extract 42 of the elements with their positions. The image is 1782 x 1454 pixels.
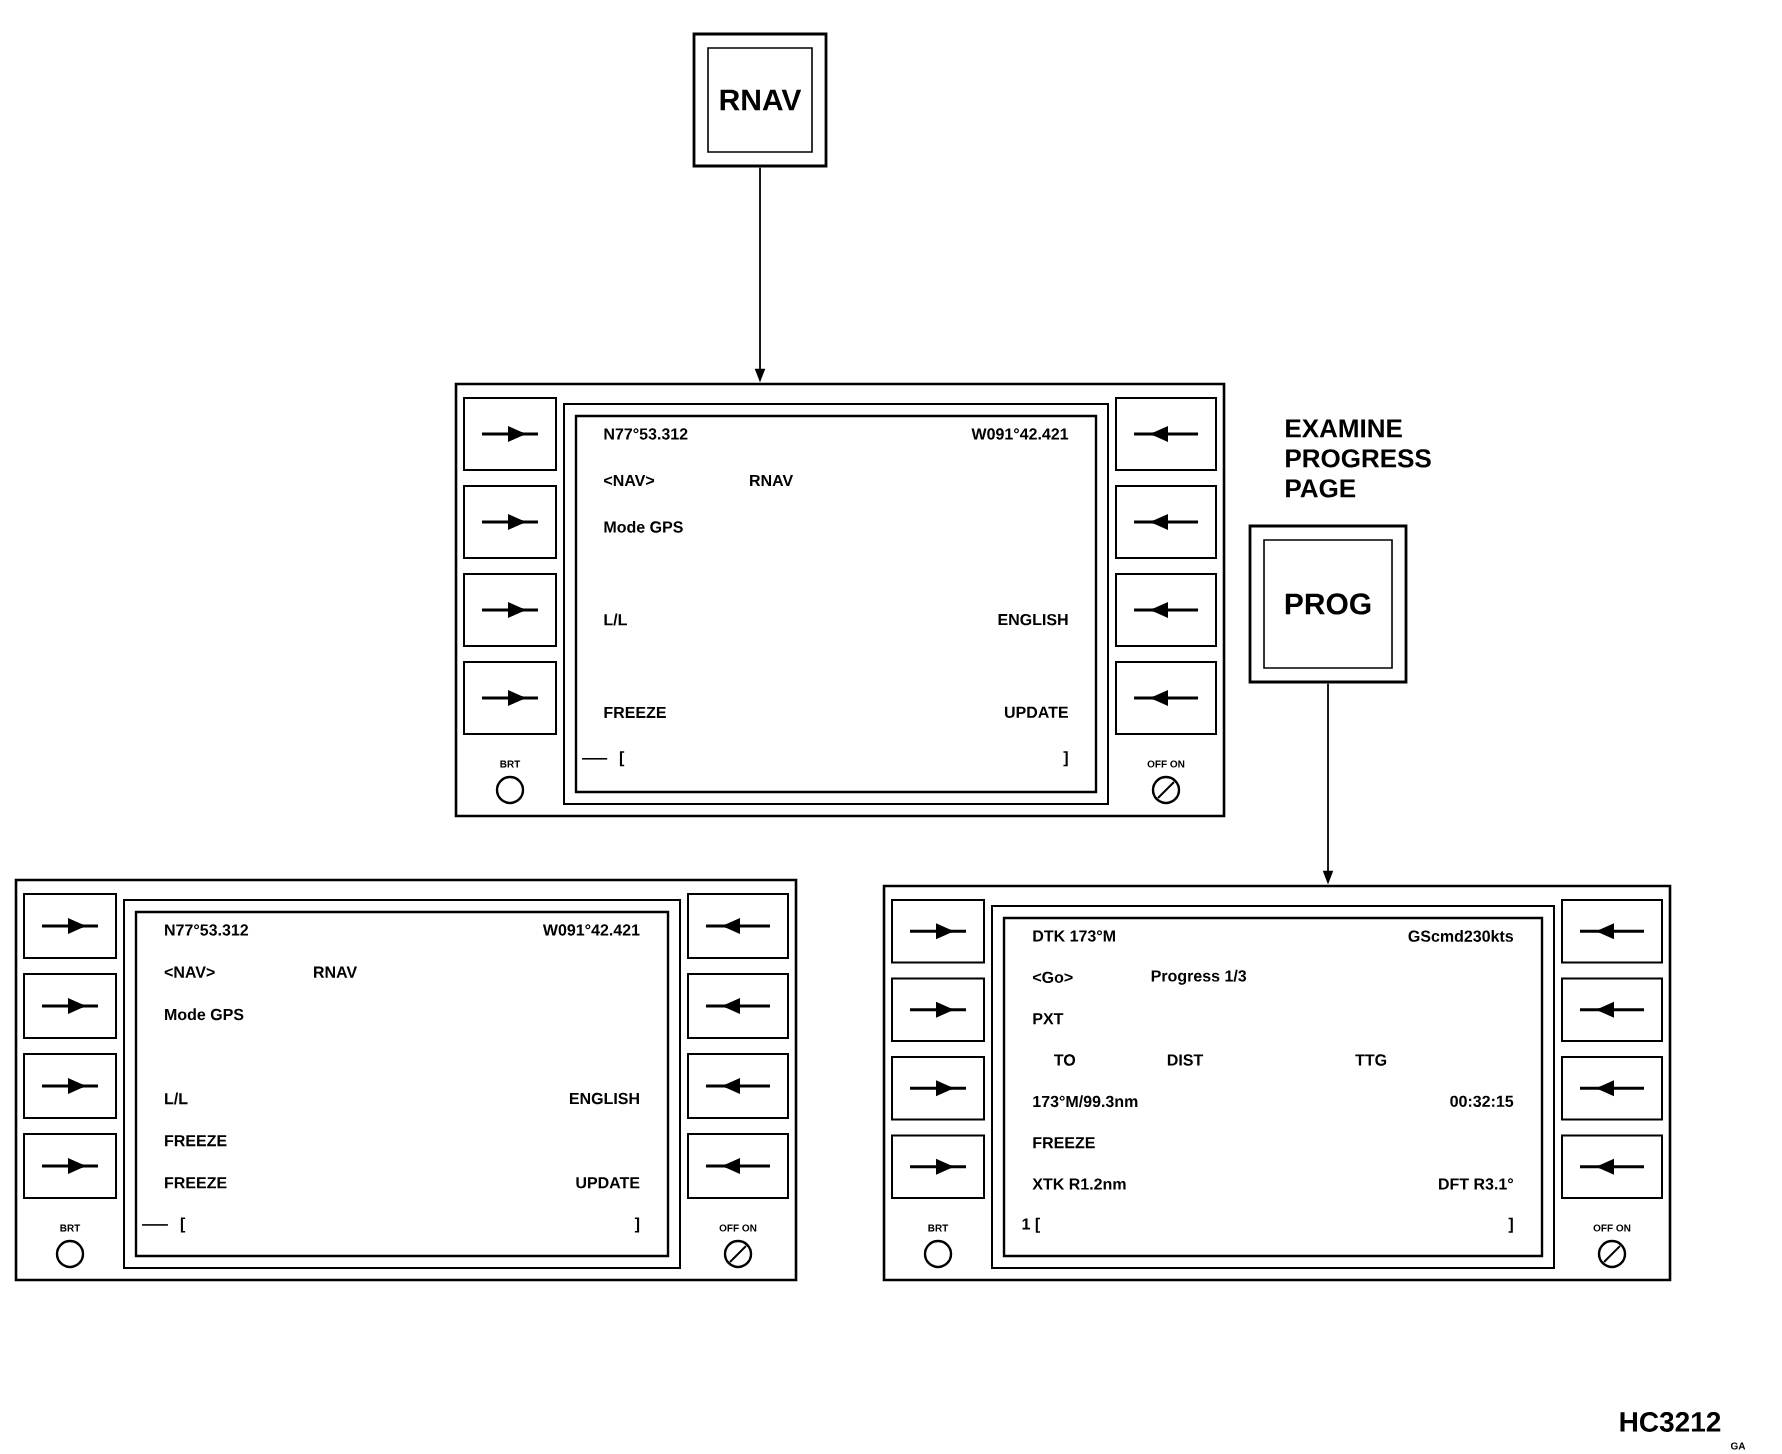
heading: EXAMINE PROGRESS PAGE: [1286, 419, 1431, 498]
screen-text: GScmd230kts: [1408, 930, 1514, 942]
screen-text: W091°42.421: [542, 924, 640, 936]
screen-text: DFT R3.1°: [1439, 1178, 1513, 1190]
screen-text: <NAV>: [604, 474, 655, 486]
screen-text: L/L: [604, 613, 627, 626]
screen-text: <NAV>: [164, 966, 215, 978]
screen-text: 00:32:15: [1450, 1095, 1514, 1107]
screen-text: FREEZE: [165, 1135, 227, 1147]
screen-text: TTG: [1355, 1054, 1387, 1066]
screen-text: ]: [1508, 1217, 1513, 1233]
screen-text: ]: [1063, 751, 1068, 767]
screen-text: ENGLISH: [569, 1092, 639, 1105]
key-button: RNAV: [692, 32, 828, 168]
screen-text: UPDATE: [1005, 706, 1068, 718]
screen-text: ENGLISH: [998, 613, 1068, 626]
screen-text: 173°M/99.3nm: [1033, 1095, 1138, 1108]
screen-text: N77°53.312: [165, 924, 249, 936]
screen-text: Mode GPS: [604, 520, 683, 533]
screen-text: DTK 173°M: [1033, 930, 1115, 942]
screen-text: 1 [: [1022, 1217, 1040, 1233]
screen-text: Progress 1/3: [1151, 969, 1247, 985]
screen-text: FREEZE: [165, 1177, 227, 1189]
screen-text: PXT: [1033, 1013, 1064, 1025]
screen-text: L/L: [165, 1092, 188, 1105]
screen-text: [: [180, 1217, 186, 1233]
screen-text: TO: [1054, 1054, 1076, 1066]
screen-text: N77°53.312: [604, 428, 688, 440]
screen-text: W091°42.421: [971, 428, 1069, 440]
screen-text: [: [619, 751, 625, 767]
screen-text: Mode GPS: [165, 1008, 244, 1021]
screen-text: RNAV: [314, 966, 357, 978]
screen-text: FREEZE: [1033, 1137, 1095, 1149]
screen-text: FREEZE: [604, 706, 666, 718]
screen-text: UPDATE: [576, 1177, 640, 1189]
key-button: PROG: [1248, 524, 1408, 684]
screen-text: DIST: [1167, 1054, 1204, 1066]
screen-text: XTK R1.2nm: [1032, 1178, 1126, 1190]
screen-text: ]: [634, 1217, 640, 1233]
screen-text: <Go>: [1032, 971, 1073, 983]
screen-text: RNAV: [750, 474, 794, 486]
figure-code: HC3212: [1620, 1412, 1721, 1432]
